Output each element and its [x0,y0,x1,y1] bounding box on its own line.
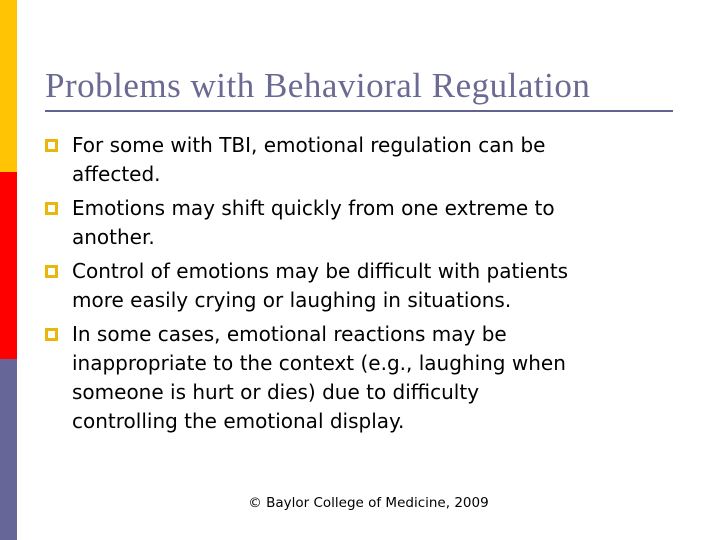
title-underline [45,110,673,112]
square-bullet-icon [45,139,58,152]
bullet-item: In some cases, emotional reactions may b… [45,320,695,436]
edge-bar-red-segment [0,172,17,359]
bullet-item: Emotions may shift quickly from one extr… [45,194,695,252]
square-bullet-icon [45,265,58,278]
square-bullet-icon [45,328,58,341]
bullet-item: Control of emotions may be difficult wit… [45,257,695,315]
footer-credit: © Baylor College of Medicine, 2009 [248,495,489,511]
slide-title: Problems with Behavioral Regulation [45,66,591,105]
edge-bar-slate-segment [0,359,17,540]
bullet-list: For some with TBI, emotional regulation … [45,131,695,441]
left-edge-bar [0,0,17,540]
bullet-text: Control of emotions may be difficult wit… [72,259,569,312]
bullet-item: For some with TBI, emotional regulation … [45,131,695,189]
edge-bar-yellow-segment [0,0,17,172]
square-bullet-icon [45,202,58,215]
bullet-text: Emotions may shift quickly from one extr… [72,196,555,249]
bullet-text: For some with TBI, emotional regulation … [72,133,546,186]
bullet-text: In some cases, emotional reactions may b… [72,322,566,433]
